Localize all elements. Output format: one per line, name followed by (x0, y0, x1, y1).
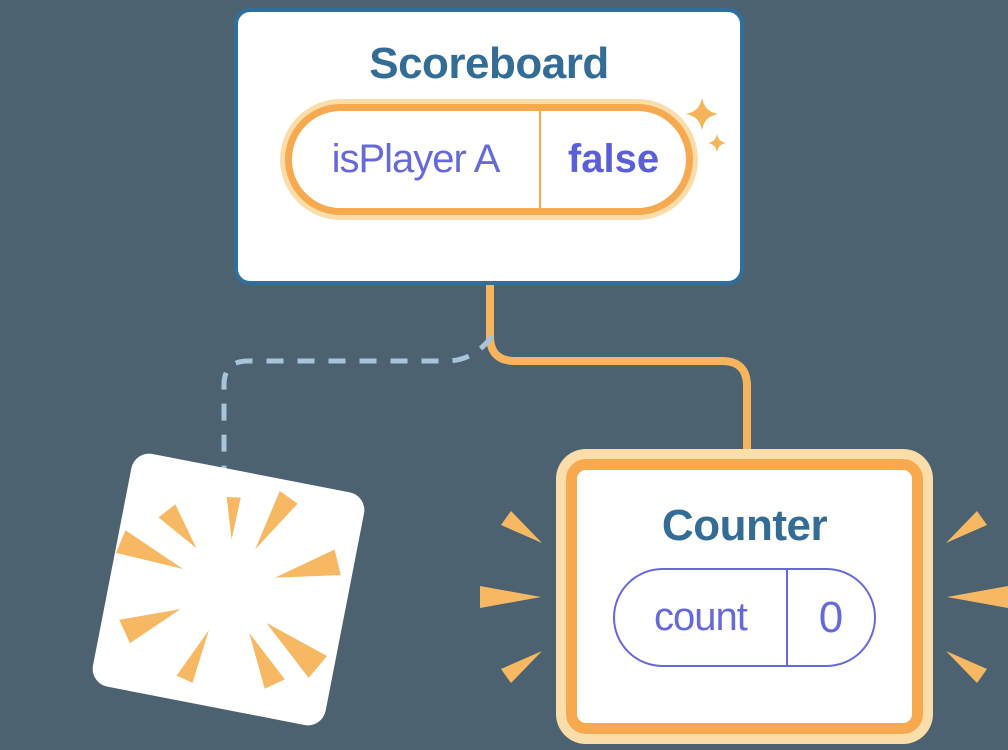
component-title: Counter (661, 501, 828, 550)
counter-state-pill: count 0 (613, 568, 876, 667)
state-pill-value-segment: 0 (785, 570, 874, 665)
counter-component-card: Counter count 0 (566, 459, 923, 734)
state-key-label: count (654, 595, 748, 639)
component-title: Scoreboard (369, 39, 609, 88)
state-pill-key-segment: isPlayer A (292, 111, 539, 208)
poof-burst-icon (115, 490, 341, 689)
state-key-label: isPlayer A (331, 137, 501, 181)
connector-line (486, 283, 751, 458)
dashed-connector-line (221, 334, 495, 472)
scoreboard-component-card: Scoreboard isPlayer A false (234, 8, 744, 285)
state-value-label: 0 (818, 592, 844, 642)
emphasis-marks-left-icon (480, 511, 542, 683)
scoreboard-state-pill: isPlayer A false (285, 104, 693, 215)
destroyed-component-card (89, 450, 368, 729)
state-pill-value-segment: false (539, 111, 686, 208)
state-pill-key-segment: count (615, 570, 786, 665)
emphasis-marks-right-icon (946, 511, 1008, 683)
state-value-label: false (567, 137, 660, 181)
sparkles-icon (686, 98, 726, 152)
